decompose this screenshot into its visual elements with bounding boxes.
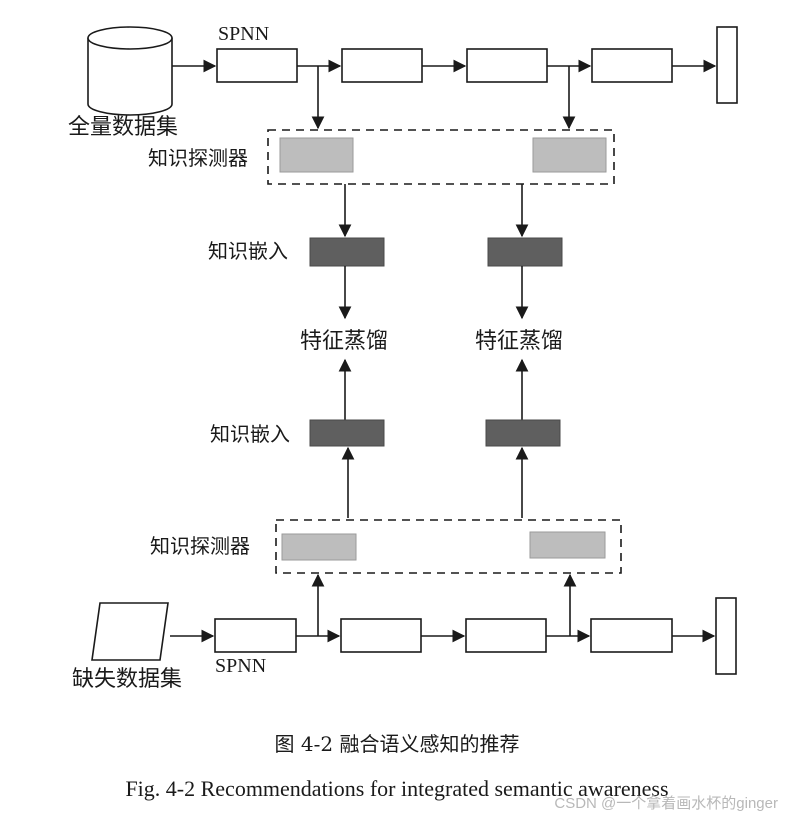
probe-unit-top-left xyxy=(279,137,354,173)
knowledge-probe-bottom-label: 知识探测器 xyxy=(150,534,250,558)
embed-block-lower-left xyxy=(309,419,385,447)
spnn-block-bottom-4 xyxy=(590,618,673,653)
feature-distill-left: 特征蒸馏 xyxy=(300,329,388,354)
output-block-top xyxy=(716,26,738,104)
figure-caption-chinese: 图 4-2 融合语义感知的推荐 xyxy=(274,732,520,756)
full-dataset-label: 全量数据集 xyxy=(68,115,178,140)
missing-dataset-label: 缺失数据集 xyxy=(72,667,182,692)
spnn-block-top-3 xyxy=(466,48,548,83)
embed-block-upper-right xyxy=(487,237,563,267)
spnn-label-bottom: SPNN xyxy=(215,655,266,677)
spnn-block-top-2 xyxy=(341,48,423,83)
output-block-bottom xyxy=(715,597,737,675)
embed-upper-label: 知识嵌入 xyxy=(208,239,288,263)
embed-lower-label: 知识嵌入 xyxy=(210,422,290,446)
probe-unit-bottom-right xyxy=(529,531,606,559)
probe-unit-bottom-left xyxy=(281,533,357,561)
knowledge-probe-top xyxy=(267,129,615,185)
feature-distill-right: 特征蒸馏 xyxy=(475,329,563,354)
figure-caption-english: Fig. 4-2 Recommendations for integrated … xyxy=(125,776,669,801)
spnn-block-top-1 xyxy=(216,48,298,83)
missing-dataset-shape xyxy=(91,602,169,661)
embed-block-upper-left xyxy=(309,237,385,267)
spnn-block-bottom-1 xyxy=(214,618,297,653)
probe-unit-top-right xyxy=(532,137,607,173)
spnn-block-top-4 xyxy=(591,48,673,83)
spnn-label-top: SPNN xyxy=(218,23,269,45)
spnn-block-bottom-3 xyxy=(465,618,547,653)
full-dataset-cylinder xyxy=(87,26,173,116)
spnn-block-bottom-2 xyxy=(340,618,422,653)
knowledge-probe-top-label: 知识探测器 xyxy=(148,146,248,170)
csdn-watermark: CSDN @一个拿着画水杯的ginger xyxy=(554,795,778,812)
knowledge-probe-bottom xyxy=(275,519,622,574)
embed-block-lower-right xyxy=(485,419,561,447)
